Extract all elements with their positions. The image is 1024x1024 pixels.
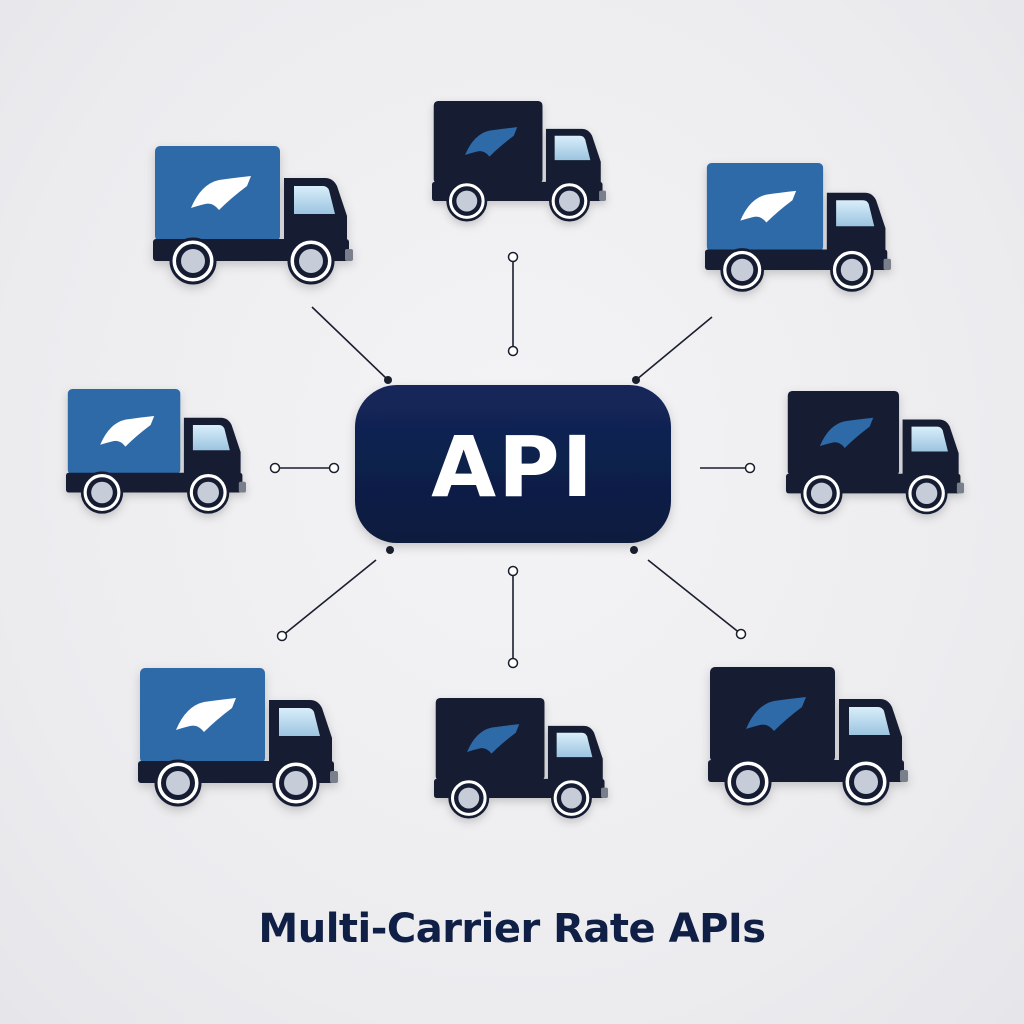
wheel-icon <box>272 759 320 807</box>
bumper <box>883 258 891 270</box>
carrier-logo-icon <box>740 190 797 223</box>
carrier-trucks <box>66 101 964 819</box>
wheel-icon <box>187 471 230 514</box>
wheel-icon <box>154 759 202 807</box>
connector-bottom-left <box>281 559 377 637</box>
window <box>911 426 948 452</box>
carrier-logo-icon <box>467 724 520 754</box>
carrier-logo-icon <box>819 417 874 448</box>
wheel-icon <box>446 180 488 222</box>
carrier-logo-icon <box>465 127 518 157</box>
carrier-logo-icon <box>746 697 806 731</box>
truck-bottom-right-truck-icon <box>708 667 908 806</box>
dot <box>269 462 281 474</box>
connector-bottom-right <box>647 559 742 635</box>
dot <box>632 376 640 384</box>
wheel-icon <box>549 180 590 222</box>
wheel-icon <box>551 777 592 819</box>
carrier-logo-icon <box>191 176 251 210</box>
dot <box>384 376 392 384</box>
wheel-icon <box>724 758 772 806</box>
truck-bottom-left-truck-icon <box>138 668 338 807</box>
dot <box>276 630 288 642</box>
dot <box>744 462 756 474</box>
wheel-icon <box>287 237 335 285</box>
bumper <box>956 482 964 494</box>
bumper <box>330 771 338 783</box>
dot <box>507 345 519 357</box>
bumper <box>900 770 908 782</box>
truck-middle-right-truck-icon <box>786 391 964 515</box>
window <box>554 135 591 161</box>
bumper <box>601 787 608 799</box>
dot <box>507 565 519 577</box>
bumper <box>599 190 606 202</box>
window <box>294 186 335 214</box>
wheel-icon <box>169 237 217 285</box>
wheel-icon <box>905 472 948 515</box>
window <box>192 425 230 451</box>
truck-bottom-center-truck-icon <box>434 698 608 819</box>
dot <box>328 462 340 474</box>
wheel-icon <box>830 248 874 292</box>
window <box>849 707 890 735</box>
truck-top-center-truck-icon <box>432 101 606 222</box>
api-hub: API <box>355 385 671 543</box>
wheel-icon <box>842 758 890 806</box>
connector-top-right <box>635 316 713 381</box>
dot <box>507 657 519 669</box>
dot <box>386 546 394 554</box>
truck-top-left-truck-icon <box>153 146 353 285</box>
dot <box>507 251 519 263</box>
wheel-icon <box>720 248 765 292</box>
connector-endpoints <box>269 251 756 669</box>
truck-top-right-truck-icon <box>705 163 891 292</box>
diagram-caption: Multi-Carrier Rate APIs <box>258 906 766 952</box>
carrier-logo-icon <box>100 416 155 447</box>
window <box>556 732 593 758</box>
dot <box>735 628 747 640</box>
wheel-icon <box>448 777 490 819</box>
wheel-icon <box>800 472 843 515</box>
window <box>279 708 320 736</box>
bumper <box>238 481 246 493</box>
carrier-logo-icon <box>176 698 236 732</box>
bumper <box>345 249 353 261</box>
connector-lines <box>275 257 750 663</box>
api-hub-label: API <box>431 418 595 516</box>
connector-top-left <box>311 306 389 381</box>
wheel-icon <box>80 471 124 514</box>
window <box>836 200 875 227</box>
truck-middle-left-truck-icon <box>66 389 246 514</box>
dot <box>630 546 638 554</box>
